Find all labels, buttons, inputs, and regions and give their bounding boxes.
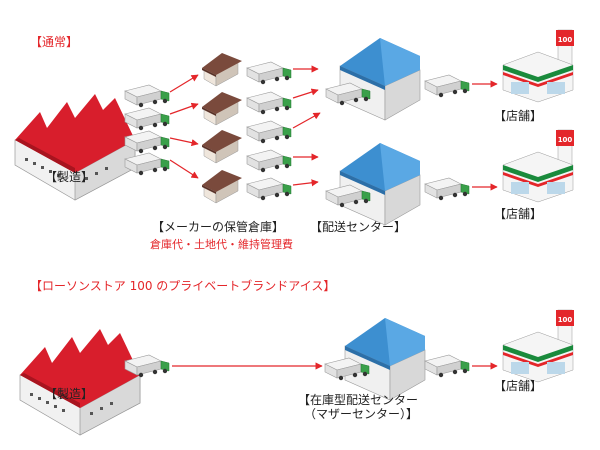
truck-icon	[246, 177, 292, 201]
truck-icon	[246, 120, 292, 144]
storage-house-icon	[201, 129, 243, 164]
truck-icon	[246, 61, 292, 85]
factory-1-label: 【製造】	[45, 170, 94, 184]
truck-icon	[424, 74, 470, 98]
maker-costs-label: 倉庫代・土地代・維持管理費	[150, 238, 293, 251]
factory-2-icon	[19, 328, 141, 436]
store-3-icon	[502, 309, 575, 383]
storage-house-icon	[201, 52, 243, 87]
truck-icon	[124, 107, 170, 131]
distribution-center-icon	[339, 37, 421, 121]
truck-icon	[246, 91, 292, 115]
store-1-icon	[502, 29, 575, 103]
store-2-icon	[502, 129, 575, 203]
mother-center-label-1: 【在庫型配送センター	[298, 393, 419, 407]
truck-icon	[246, 149, 292, 173]
truck-icon	[424, 177, 470, 201]
storage-house-icon	[201, 169, 243, 204]
maker-storage-label: 【メーカーの保管倉庫】	[152, 220, 285, 234]
distribution-center-icon	[339, 142, 421, 226]
mother-center-icon	[344, 317, 426, 401]
distribution-center-label: 【配送センター】	[310, 220, 407, 234]
truck-icon	[424, 354, 470, 378]
store-1-label: 【店舗】	[494, 109, 543, 123]
truck-icon	[124, 84, 170, 108]
store-3-label: 【店舗】	[494, 379, 543, 393]
lawson-section-title: 【ローソンストア 100 のプライベートブランドアイス】	[30, 279, 336, 293]
normal-section-title: 【通常】	[30, 35, 79, 49]
store-2-label: 【店舗】	[494, 207, 543, 221]
factory-2-label: 【製造】	[45, 387, 94, 401]
storage-house-icon	[201, 91, 243, 126]
mother-center-label-2: （マザーセンター）】	[304, 407, 419, 421]
